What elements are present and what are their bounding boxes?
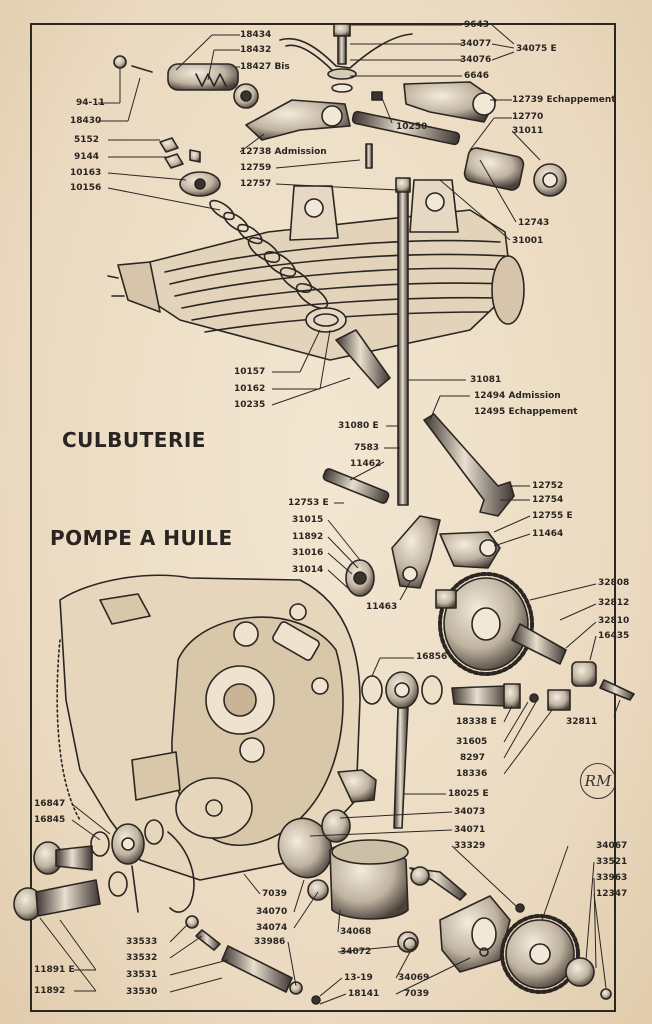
part-label: 12494 Admission	[474, 391, 561, 401]
part-label: 16856	[416, 652, 448, 662]
part-label: 31001	[512, 236, 544, 246]
part-label: 7039	[404, 989, 430, 999]
part-label: 31605	[456, 737, 488, 747]
part-label: 10162	[234, 384, 266, 394]
part-label: 10250	[396, 122, 428, 132]
valve-spring	[209, 199, 329, 310]
rocker-arm-exhaust	[403, 81, 497, 123]
adjuster-sleeve	[463, 147, 525, 191]
part-label: 12752	[532, 481, 564, 491]
part-label: 34073	[454, 807, 486, 817]
part-label: 12754	[532, 495, 564, 505]
part-label: 94-11	[76, 98, 105, 108]
part-label: 33530	[126, 987, 158, 997]
part-label: 11462	[350, 459, 382, 469]
part-label: 11892	[34, 986, 66, 996]
part-label: 10156	[70, 183, 102, 193]
leader-lines	[39, 24, 621, 1005]
cam-gear	[435, 572, 635, 701]
part-label: 12738 Admission	[240, 147, 327, 157]
part-label: 7583	[354, 443, 380, 453]
part-label: 34069	[398, 973, 430, 983]
oil-pump-body	[175, 777, 612, 1000]
part-label: 34071	[454, 825, 486, 835]
part-label: 10163	[70, 168, 102, 178]
part-label: 31014	[292, 565, 324, 575]
part-label: 16847	[34, 799, 66, 809]
part-label: 12753 E	[288, 498, 329, 508]
part-label: 11891 E	[34, 965, 75, 975]
part-label: 9643	[464, 20, 490, 30]
part-label: 34077	[460, 39, 492, 49]
cover-bracket	[279, 33, 413, 69]
part-label: 31011	[512, 126, 544, 136]
part-label: 18025 E	[448, 789, 489, 799]
title-culbuterie: CULBUTERIE	[62, 428, 206, 452]
part-label: 32808	[598, 578, 630, 588]
part-label: 33532	[126, 953, 158, 963]
rocker-shaft	[351, 110, 461, 146]
part-label: 12757	[240, 179, 272, 189]
part-label: 12759	[240, 163, 272, 173]
part-label: 32810	[598, 616, 630, 626]
cylinder-head	[107, 179, 525, 361]
part-label: 34070	[256, 907, 288, 917]
title-pompe-a-huile: POMPE A HUILE	[50, 526, 233, 550]
part-label: 32811	[566, 717, 598, 727]
rocker-spindle	[167, 63, 239, 91]
part-label: 33531	[126, 970, 158, 980]
part-label: 33533	[126, 937, 158, 947]
pushrod	[397, 184, 409, 506]
part-label: 34068	[340, 927, 372, 937]
part-label: 10157	[234, 367, 266, 377]
part-label: 32812	[598, 598, 630, 608]
part-label: 5152	[74, 135, 100, 145]
part-label: 11463	[366, 602, 398, 612]
part-label: 34072	[340, 947, 372, 957]
crankcase	[56, 574, 361, 881]
part-label: 8297	[460, 753, 486, 763]
part-label: 18336	[456, 769, 488, 779]
part-label: 31081	[470, 375, 502, 385]
part-label: 12739 Echappement	[512, 95, 616, 105]
maker-logo: RM	[580, 763, 616, 799]
part-label: 12770	[512, 112, 544, 122]
part-label: 6646	[464, 71, 490, 81]
part-label: 31016	[292, 548, 324, 558]
part-label: 31080 E	[338, 421, 379, 431]
part-label: 16845	[34, 815, 66, 825]
part-label: 33329	[454, 841, 486, 851]
part-label: 33986	[254, 937, 286, 947]
part-label: 7039	[262, 889, 288, 899]
valve-guide	[335, 329, 391, 389]
part-label: 34076	[460, 55, 492, 65]
part-label: 9144	[74, 152, 100, 162]
part-label: 12743	[518, 218, 550, 228]
part-label: 12347	[596, 889, 628, 899]
part-label: 12495 Echappement	[474, 407, 578, 417]
valve	[423, 413, 515, 517]
part-label: 18432	[240, 45, 272, 55]
part-label: 18338 E	[456, 717, 497, 727]
part-label: 34075 E	[516, 44, 557, 54]
part-label: 18141	[348, 989, 380, 999]
part-label: 12755 E	[532, 511, 573, 521]
part-label: 18434	[240, 30, 272, 40]
part-label: 31015	[292, 515, 324, 525]
part-label: 34074	[256, 923, 288, 933]
part-label: 18430	[70, 116, 102, 126]
part-label: 11464	[532, 529, 564, 539]
part-label: 34067	[596, 841, 628, 851]
part-label: 10235	[234, 400, 266, 410]
diagram-frame	[30, 23, 616, 1012]
part-label: 16435	[598, 631, 630, 641]
part-label: 11892	[292, 532, 324, 542]
part-label: 18427 Bis	[240, 62, 290, 72]
banjo-fittings	[13, 819, 417, 1005]
part-label: 33963	[596, 873, 628, 883]
part-label: 33521	[596, 857, 628, 867]
part-label: 13-19	[344, 973, 373, 983]
